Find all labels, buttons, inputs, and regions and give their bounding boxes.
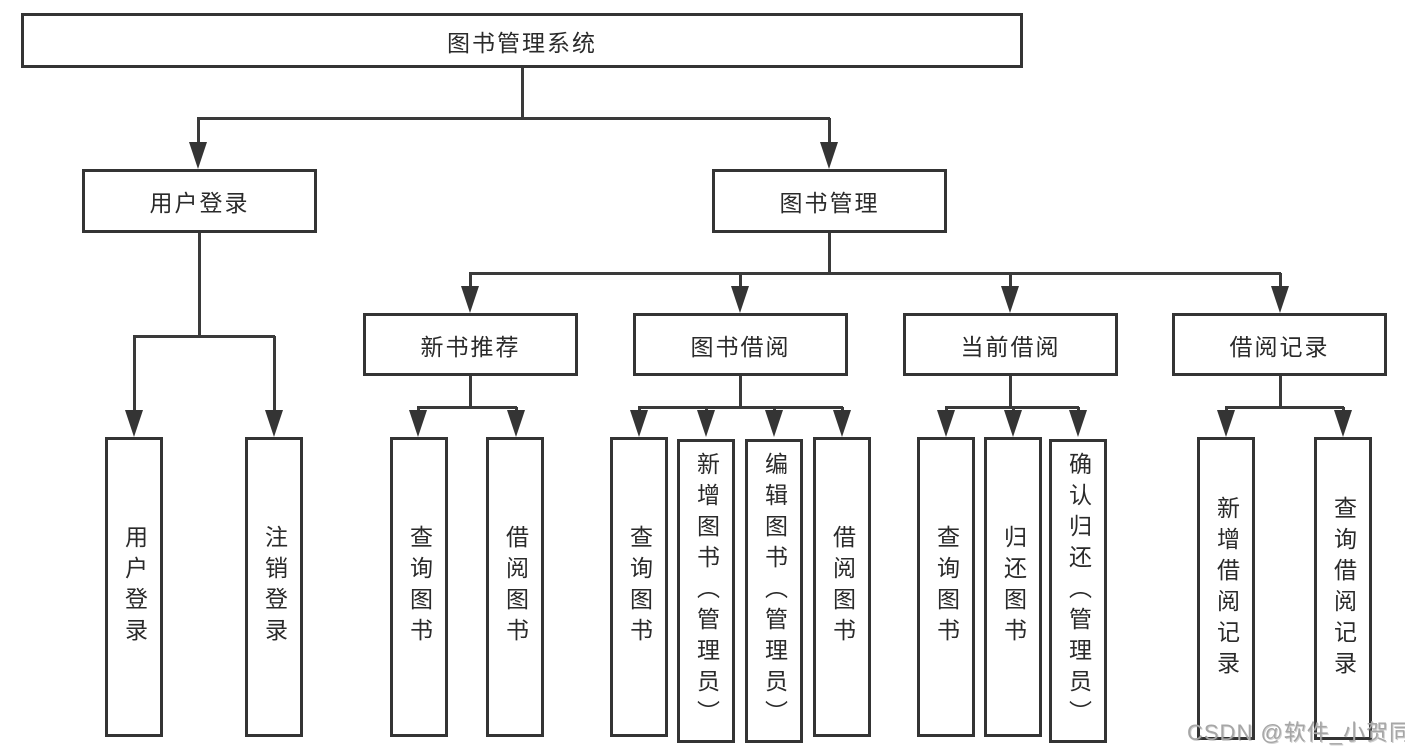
node-leaf-logout-label: 注销登录: [261, 525, 288, 649]
connector-user-login-down: [198, 231, 201, 336]
node-leaf-br-query-record-label: 查询借阅记录: [1330, 495, 1357, 682]
connector-bb-add-stem: [705, 407, 708, 412]
node-leaf-nb-query-books-label: 查询图书: [406, 525, 433, 649]
node-user-login: 用户登录: [82, 169, 317, 233]
arrow-cb-confirm: [1069, 410, 1087, 437]
arrow-cb-query: [937, 410, 955, 437]
node-leaf-nb-borrow-books: 借阅图书: [486, 437, 544, 737]
node-leaf-bb-query-books-label: 查询图书: [626, 525, 653, 649]
arrow-br-add: [1217, 410, 1235, 437]
node-leaf-bb-borrow-books-label: 借阅图书: [829, 525, 856, 649]
connector-bb-borrow-stem: [841, 407, 844, 412]
node-leaf-cb-query-books-label: 查询图书: [933, 525, 960, 649]
node-leaf-logout: 注销登录: [245, 437, 303, 737]
node-leaf-bb-add-books: 新增图书（管理员）: [677, 439, 735, 743]
arrow-logout: [265, 410, 283, 437]
connector-user-login-stem: [197, 118, 200, 144]
connector-nb-query-stem: [417, 407, 420, 412]
arrow-bb-edit: [765, 410, 783, 437]
connector-br-query-stem: [1342, 407, 1345, 412]
connector-book-borrow-stem: [739, 273, 742, 288]
connector-book-mgmt-down: [828, 231, 831, 273]
node-borrow-records: 借阅记录: [1172, 313, 1387, 376]
node-leaf-br-query-record: 查询借阅记录: [1314, 437, 1372, 740]
connector-login-stem: [133, 336, 136, 412]
connector-book-borrow-down: [739, 374, 742, 407]
node-leaf-nb-query-books: 查询图书: [390, 437, 448, 737]
arrow-cb-return: [1004, 410, 1022, 437]
node-leaf-bb-edit-books-label: 编辑图书（管理员）: [761, 451, 788, 731]
arrow-bb-query: [630, 410, 648, 437]
node-leaf-bb-query-books: 查询图书: [610, 437, 668, 737]
arrow-bb-add: [697, 410, 715, 437]
connector-current-borrow-down: [1009, 374, 1012, 407]
watermark: CSDN @软件_小贺同学: [1187, 720, 1405, 745]
connector-borrow-records-stem: [1279, 273, 1282, 288]
arrow-nb-borrow: [507, 410, 525, 437]
connector-borrow-records-split: [1225, 406, 1344, 409]
node-leaf-br-add-record-label: 新增借阅记录: [1213, 495, 1240, 682]
node-leaf-user-login-label: 用户登录: [121, 525, 148, 649]
node-root-label: 图书管理系统: [447, 29, 597, 56]
arrow-nb-query: [409, 410, 427, 437]
arrow-user-login: [189, 142, 207, 169]
connector-cb-confirm-stem: [1077, 407, 1080, 412]
node-new-books: 新书推荐: [363, 313, 578, 376]
connector-cb-return-stem: [1012, 407, 1015, 412]
node-user-login-label: 用户登录: [149, 190, 250, 216]
connector-level3-horizontal: [469, 272, 1281, 275]
node-current-borrow-label: 当前借阅: [960, 333, 1061, 360]
node-leaf-bb-add-books-label: 新增图书（管理员）: [693, 451, 720, 731]
connector-nb-borrow-stem: [515, 407, 518, 412]
connector-br-add-stem: [1225, 407, 1228, 412]
arrow-book-mgmt: [820, 142, 838, 169]
arrow-borrow-records: [1271, 286, 1289, 313]
connector-book-mgmt-stem: [828, 118, 831, 144]
arrow-current-borrow: [1001, 286, 1019, 313]
node-book-mgmt-label: 图书管理: [779, 190, 880, 216]
node-leaf-nb-borrow-books-label: 借阅图书: [502, 525, 529, 649]
node-root: 图书管理系统: [21, 13, 1023, 68]
arrow-new-books: [461, 286, 479, 313]
node-leaf-bb-borrow-books: 借阅图书: [813, 437, 871, 737]
connector-borrow-records-down: [1279, 374, 1282, 407]
connector-new-books-down: [469, 374, 472, 407]
node-leaf-cb-return-books-label: 归还图书: [1000, 525, 1027, 649]
node-leaf-bb-edit-books: 编辑图书（管理员）: [745, 439, 803, 743]
connector-logout-stem: [273, 336, 276, 412]
node-leaf-cb-confirm-return: 确认归还（管理员）: [1049, 439, 1107, 743]
connector-level2-horizontal: [197, 117, 830, 120]
arrow-br-query: [1334, 410, 1352, 437]
node-book-borrow-label: 图书借阅: [690, 333, 791, 360]
node-leaf-cb-query-books: 查询图书: [917, 437, 975, 737]
arrow-book-borrow: [731, 286, 749, 313]
connector-book-borrow-split: [638, 406, 843, 409]
node-book-mgmt: 图书管理: [712, 169, 947, 233]
node-current-borrow: 当前借阅: [903, 313, 1118, 376]
connector-user-login-split: [133, 335, 275, 338]
node-borrow-records-label: 借阅记录: [1229, 333, 1330, 360]
node-new-books-label: 新书推荐: [420, 333, 521, 360]
connector-current-borrow-stem: [1009, 273, 1012, 288]
node-leaf-cb-return-books: 归还图书: [984, 437, 1042, 737]
connector-cb-query-stem: [945, 407, 948, 412]
node-leaf-cb-confirm-return-label: 确认归还（管理员）: [1065, 451, 1092, 731]
connector-root-stub: [521, 66, 524, 118]
arrow-bb-borrow: [833, 410, 851, 437]
connector-bb-query-stem: [638, 407, 641, 412]
connector-new-books-stem: [469, 273, 472, 288]
connector-new-books-split: [417, 406, 517, 409]
node-leaf-br-add-record: 新增借阅记录: [1197, 437, 1255, 740]
node-leaf-user-login: 用户登录: [105, 437, 163, 737]
node-book-borrow: 图书借阅: [633, 313, 848, 376]
arrow-login: [125, 410, 143, 437]
connector-bb-edit-stem: [773, 407, 776, 412]
